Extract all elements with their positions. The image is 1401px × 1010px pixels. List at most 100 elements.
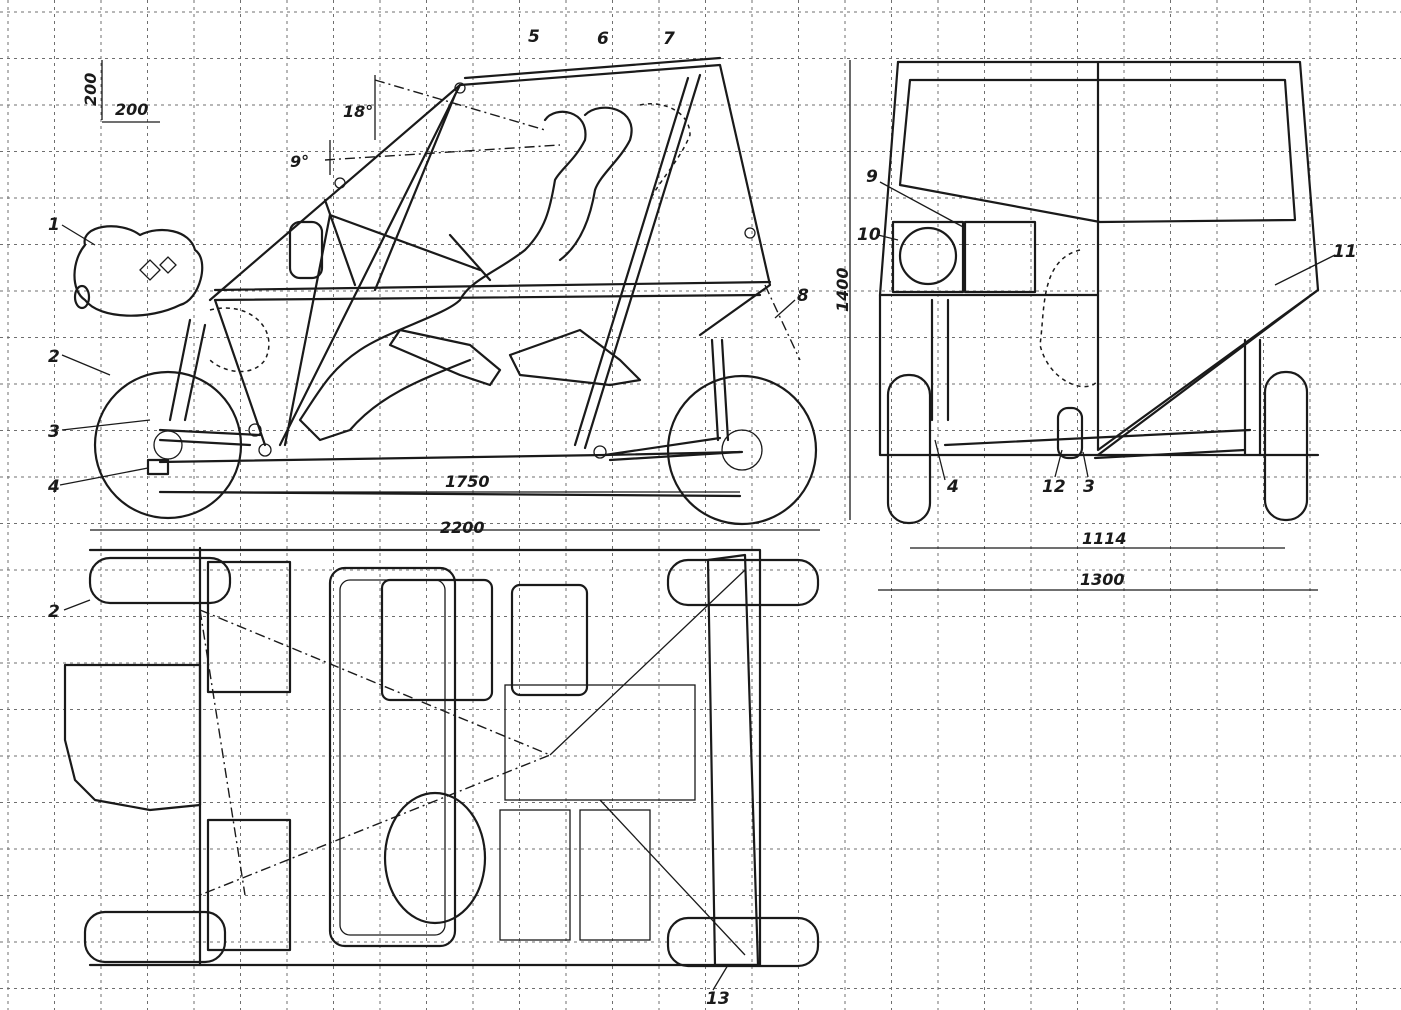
body-diagonal [1096,288,1320,457]
engine-outline-front [1039,249,1099,388]
dim-track: 1114 [1082,529,1127,548]
joint [334,177,346,189]
pedal-box [388,328,502,387]
dim-angle-seat-back: 18° [343,102,373,121]
front-linkage [549,569,746,956]
leader-9 [879,181,966,229]
headlamp [898,226,958,286]
leader-11 [1274,254,1336,286]
occupant-passenger [558,106,633,262]
dim-overall-length: 2200 [440,518,485,537]
axle [943,428,1252,460]
front-wheel-left [886,373,932,525]
lamp [288,220,324,280]
seat-right [510,583,589,697]
joint [454,82,466,94]
callout-1: 1 [48,215,60,235]
joint [258,443,272,457]
shock-right [1243,338,1262,457]
steering-brace [323,198,357,287]
leader-12 [1054,449,1063,478]
rear-trailing-arm [158,428,262,447]
dim-grid-v: 200 [81,73,100,106]
rear-hub [153,430,183,460]
front-arm [603,436,742,462]
top-wheel-front-left [666,558,820,607]
occupant-rear [639,103,691,201]
headlamp-box [891,220,965,294]
side-view [73,56,818,526]
seat-cushion [508,328,642,387]
dimension-lines [90,60,1318,591]
leader-2 [61,354,111,376]
roof-rail [463,56,722,80]
top-view [63,546,820,968]
steering-wheel-top [383,791,487,925]
seat-left [380,578,494,702]
roll-cage-outer [208,63,772,337]
joint [248,423,262,437]
leader-3b [1082,451,1089,478]
tank-outline [209,307,270,373]
front-shock [710,338,730,442]
leader-lines [59,181,1336,991]
storage-box [206,818,292,952]
callout-4: 4 [47,477,60,497]
front-view [878,60,1320,525]
indicator-box [963,220,1037,294]
leader-4 [59,467,149,486]
top-wheel-rear-right [83,910,227,964]
dim-wheelbase: 1750 [445,472,490,491]
steering-linkage [199,609,552,896]
windscreen [898,78,1297,224]
leader-13 [712,964,729,991]
dimension-labels: 200 200 18° 9° 1750 2200 1400 1114 1300 [81,73,1127,589]
leader-2b [63,599,91,611]
seat-angle-line [374,79,546,131]
shock-left [930,298,950,422]
rear-shock [168,318,207,422]
rear-mount [146,458,170,476]
callout-6: 6 [597,29,609,49]
front-hub [721,429,763,471]
body-right-half [896,60,1320,452]
floor-panel-3 [579,809,651,941]
dim-grid-h: 200 [115,100,148,119]
body-left-half [878,60,1100,297]
engine-top [63,663,202,812]
belt-line-rail-2 [213,293,762,302]
leader-4b [934,439,946,481]
front-frame [706,553,760,967]
differential [1056,406,1084,460]
occupant-driver [298,110,587,442]
leader-8 [774,299,796,319]
dim-overall-width: 1300 [1080,570,1125,589]
engine [73,225,204,317]
battery-box [206,560,292,694]
callout-3: 3 [48,422,60,442]
callout-3b: 3 [1083,477,1095,497]
callout-7: 7 [663,29,675,49]
tie-rod [199,609,246,896]
callout-11: 11 [1333,242,1357,262]
a-pillar [278,83,462,447]
leader-3 [61,419,151,431]
dim-overall-height: 1400 [833,267,852,312]
cabin-frame-inner [339,579,446,936]
callout-9: 9 [866,167,878,187]
cabin-frame [328,566,457,948]
callout-13: 13 [706,989,730,1009]
floor-panel [504,684,696,801]
leader-10 [877,234,899,241]
front-wheel-right [1263,370,1309,522]
front-fairing [764,284,801,361]
frame-outline [88,548,762,967]
joint [744,227,756,239]
callout-2: 2 [48,347,60,367]
engine-cap [73,284,91,310]
engine-fins [139,256,177,281]
joint [593,445,607,459]
callout-2b: 2 [48,602,60,622]
